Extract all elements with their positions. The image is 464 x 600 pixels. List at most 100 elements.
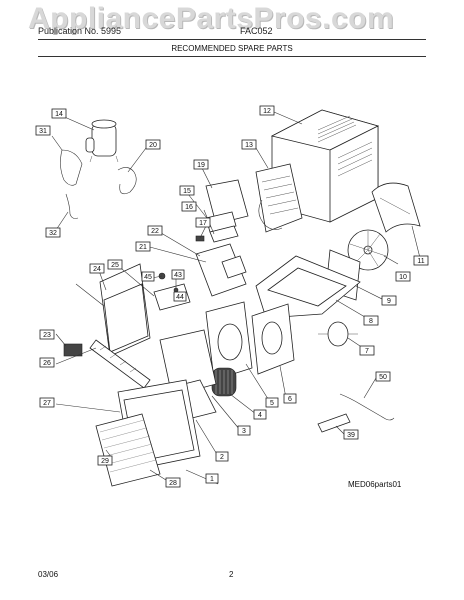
svg-text:32: 32 (49, 230, 57, 237)
part-louver-vanes (99, 345, 137, 373)
callout-5: 5 (265, 397, 279, 408)
svg-text:7: 7 (365, 348, 369, 355)
publication-number: Publication No. 5995 (38, 26, 122, 36)
part-control-box (63, 343, 83, 357)
svg-text:13: 13 (245, 142, 253, 149)
header-rule-top (38, 39, 426, 40)
svg-text:43: 43 (174, 272, 182, 279)
callout-9: 9 (381, 295, 397, 306)
callout-27: 27 (39, 397, 55, 408)
svg-text:16: 16 (185, 204, 193, 211)
callout-19: 19 (193, 159, 209, 170)
svg-text:50: 50 (379, 374, 387, 381)
svg-text:17: 17 (199, 220, 207, 227)
part-remote-control (317, 413, 351, 433)
svg-text:6: 6 (288, 396, 292, 403)
callout-12: 12 (259, 105, 275, 116)
svg-text:3: 3 (242, 428, 246, 435)
header-rule-bottom (38, 56, 426, 57)
callout-43: 43 (171, 269, 185, 280)
callout-45: 45 (141, 271, 155, 282)
part-discharge-tube (65, 193, 79, 219)
callout-11: 11 (413, 255, 429, 266)
svg-text:19: 19 (197, 162, 205, 169)
callout-1: 1 (205, 473, 219, 484)
callout-31: 31 (35, 125, 51, 136)
svg-text:4: 4 (258, 412, 262, 419)
callout-50: 50 (375, 371, 391, 382)
callout-39: 39 (343, 429, 359, 440)
callout-44: 44 (173, 291, 187, 302)
svg-text:15: 15 (183, 188, 191, 195)
callout-23: 23 (39, 329, 55, 340)
callout-2: 2 (215, 451, 229, 462)
watermark: AppliancePartsPros.com (28, 2, 395, 35)
callout-14: 14 (51, 108, 67, 119)
part-thermostat (209, 225, 239, 243)
svg-text:11: 11 (417, 258, 424, 265)
svg-text:14: 14 (55, 111, 63, 118)
part-motor (318, 321, 358, 347)
svg-text:1: 1 (210, 476, 214, 483)
part-control-housing (195, 243, 247, 297)
callout-16: 16 (181, 201, 197, 212)
part-fan-blade (347, 229, 389, 271)
part-fastener (173, 287, 179, 293)
part-suction-tube (60, 149, 83, 186)
part-control-bracket (205, 179, 249, 225)
diagram-code: MED06parts01 (348, 480, 402, 489)
callout-15: 15 (179, 185, 195, 196)
part-compressor (85, 119, 119, 163)
svg-text:45: 45 (144, 274, 152, 281)
svg-text:12: 12 (263, 108, 271, 115)
svg-text:2: 2 (220, 454, 224, 461)
svg-text:31: 31 (39, 128, 47, 135)
part-air-deflector (159, 329, 217, 397)
callout-7: 7 (359, 345, 375, 356)
leader-lines (51, 111, 421, 485)
part-cabinet (270, 109, 380, 223)
svg-text:23: 23 (43, 332, 51, 339)
part-base-pan-inner (267, 267, 347, 307)
callout-26: 26 (39, 357, 55, 368)
part-partition-opening (261, 321, 283, 355)
svg-text:25: 25 (111, 262, 119, 269)
svg-text:27: 27 (43, 400, 51, 407)
part-cover (371, 182, 421, 233)
callout-22: 22 (147, 225, 163, 236)
part-knob (195, 235, 205, 242)
callout-24: 24 (89, 263, 105, 274)
svg-text:22: 22 (151, 228, 159, 235)
svg-text:29: 29 (101, 458, 109, 465)
svg-text:20: 20 (149, 142, 157, 149)
callout-4: 4 (253, 409, 267, 420)
svg-text:44: 44 (176, 294, 184, 301)
part-capillary-tube (117, 167, 137, 195)
callout-3: 3 (237, 425, 251, 436)
callout-8: 8 (363, 315, 379, 326)
callout-32: 32 (45, 227, 61, 238)
svg-text:8: 8 (369, 318, 373, 325)
svg-text:9: 9 (387, 298, 391, 305)
svg-text:24: 24 (93, 266, 101, 273)
callout-28: 28 (165, 477, 181, 488)
part-capacitor-bracket (221, 255, 247, 279)
footer-page-number: 2 (229, 570, 234, 579)
svg-text:21: 21 (139, 244, 147, 251)
callout-20: 20 (145, 139, 161, 150)
callout-6: 6 (283, 393, 297, 404)
part-side-panel-inner (103, 283, 149, 353)
svg-text:39: 39 (347, 432, 355, 439)
model-number: FAC052 (240, 26, 273, 36)
part-air-filter (95, 413, 161, 487)
callout-10: 10 (395, 271, 411, 282)
part-drain-kit (339, 393, 395, 421)
section-title: RECOMMENDED SPARE PARTS (171, 44, 293, 53)
callout-13: 13 (241, 139, 257, 150)
svg-text:10: 10 (399, 274, 407, 281)
footer-date: 03/06 (38, 570, 59, 579)
callout-25: 25 (107, 259, 123, 270)
callout-29: 29 (97, 455, 113, 466)
